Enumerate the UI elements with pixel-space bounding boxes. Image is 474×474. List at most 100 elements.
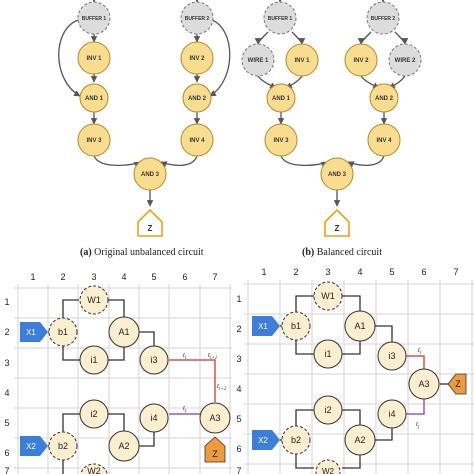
node-label: i1 <box>324 349 331 359</box>
node-label: A1 <box>354 321 365 331</box>
cell-a1: A1 <box>344 310 376 342</box>
cell-i4: i4 <box>377 399 407 429</box>
node-and-1: AND 1 <box>79 83 109 113</box>
input-x1: X1 <box>20 322 48 342</box>
cell-b1: b1 <box>48 317 78 347</box>
node-label: A2 <box>118 441 129 451</box>
edge-label-tj: tj <box>183 404 187 414</box>
node-label: A3 <box>418 379 429 389</box>
node-label: b1 <box>291 321 301 331</box>
node-label: BUFFER 1 <box>82 16 107 22</box>
red-route <box>406 355 425 370</box>
node-label: i3 <box>150 355 157 365</box>
red-route <box>169 359 216 402</box>
node-label: AND 2 <box>188 96 207 102</box>
node-label: i2 <box>90 409 97 419</box>
cell-w1: W1 <box>313 281 343 311</box>
row-label: 3 <box>236 354 241 364</box>
node-label: i1 <box>90 355 97 365</box>
cell-i1: i1 <box>313 339 343 369</box>
input-x1: X1 <box>252 316 280 336</box>
col-label: 5 <box>151 272 156 282</box>
node-and-1: AND 1 <box>266 83 296 113</box>
node-label: INV 3 <box>273 138 289 144</box>
col-label: 7 <box>453 267 458 277</box>
placement-grid-left: 1 2 3 4 5 6 7 1 2 3 4 5 6 7 <box>4 272 232 474</box>
node-label: b2 <box>58 441 68 451</box>
node-output-z: Z <box>324 208 350 237</box>
col-label: 5 <box>389 267 394 277</box>
row-label: 5 <box>236 414 241 424</box>
node-label: AND 3 <box>328 172 347 178</box>
node-label: X2 <box>26 442 36 451</box>
edge-label-ti: ti <box>418 346 422 356</box>
node-label: i4 <box>388 409 395 419</box>
cell-b2: b2 <box>281 425 311 455</box>
edge-label-ti2: ti+2 <box>217 382 227 392</box>
node-label: WIRE 1 <box>248 58 269 64</box>
node-label: Z <box>212 449 218 459</box>
cell-a2: A2 <box>344 424 376 456</box>
row-label: 6 <box>4 448 9 458</box>
col-label: 4 <box>357 267 362 277</box>
col-label: 6 <box>421 267 426 277</box>
node-inv-2: INV 2 <box>180 41 214 75</box>
node-label: WIRE 2 <box>395 58 416 64</box>
cell-a2: A2 <box>108 430 140 462</box>
row-label: 1 <box>4 297 9 307</box>
node-and-2: AND 2 <box>369 83 399 113</box>
purple-route <box>406 398 425 415</box>
row-label: 4 <box>236 384 241 394</box>
col-label: 3 <box>325 267 330 277</box>
col-label: 4 <box>121 272 126 282</box>
node-wire-1: WIRE 1 <box>241 43 275 77</box>
node-label: A1 <box>118 327 129 337</box>
edge-label-tj: tj <box>416 420 420 430</box>
node-label: W1 <box>321 291 335 301</box>
caption-text: Original unbalanced circuit <box>94 247 204 258</box>
edge-label-ti1: ti+1 <box>208 351 217 361</box>
node-label: W2 <box>322 467 335 474</box>
node-label: Z <box>335 224 340 233</box>
output-z: Z <box>447 373 467 395</box>
caption-balanced: (b) Balanced circuit <box>302 247 382 258</box>
node-label: i2 <box>324 405 331 415</box>
cell-a3: A3 <box>408 368 440 400</box>
node-label: b1 <box>58 327 68 337</box>
col-label: 3 <box>91 272 96 282</box>
row-label: 6 <box>236 444 241 454</box>
col-label: 2 <box>60 272 65 282</box>
row-label: 4 <box>4 388 9 398</box>
node-label: i3 <box>388 351 395 361</box>
row-label: 2 <box>4 327 9 337</box>
row-label: 1 <box>236 294 241 304</box>
node-and-3: AND 3 <box>320 157 354 191</box>
node-label: INV 2 <box>189 56 205 62</box>
edge-label-ti: ti <box>183 351 187 361</box>
node-buffer-2: BUFFER 2 <box>366 1 400 35</box>
node-label: INV 4 <box>189 138 205 144</box>
node-inv-2: INV 2 <box>344 43 378 77</box>
node-label: INV 1 <box>86 56 102 62</box>
node-label: A2 <box>354 435 365 445</box>
output-z: Z <box>204 436 226 463</box>
row-label: 2 <box>236 324 241 334</box>
node-label: BUFFER 2 <box>371 16 396 22</box>
cell-w2: W2 <box>315 459 341 474</box>
node-buffer-1: BUFFER 1 <box>263 1 297 35</box>
cell-i2: i2 <box>79 399 109 429</box>
node-label: Z <box>455 379 461 389</box>
cell-a3: A3 <box>199 402 231 434</box>
node-label: A3 <box>209 413 220 423</box>
caption-text: Balanced circuit <box>316 247 382 258</box>
node-label: X2 <box>258 436 268 445</box>
node-and-2: AND 2 <box>182 83 212 113</box>
node-label: Z <box>148 224 153 233</box>
node-wire-2: WIRE 2 <box>388 43 422 77</box>
node-output-z: Z <box>137 208 163 237</box>
input-x2: X2 <box>20 436 48 456</box>
node-label: INV 3 <box>86 138 102 144</box>
cell-b1: b1 <box>281 311 311 341</box>
node-label: AND 1 <box>85 96 104 102</box>
col-label: 6 <box>182 272 187 282</box>
